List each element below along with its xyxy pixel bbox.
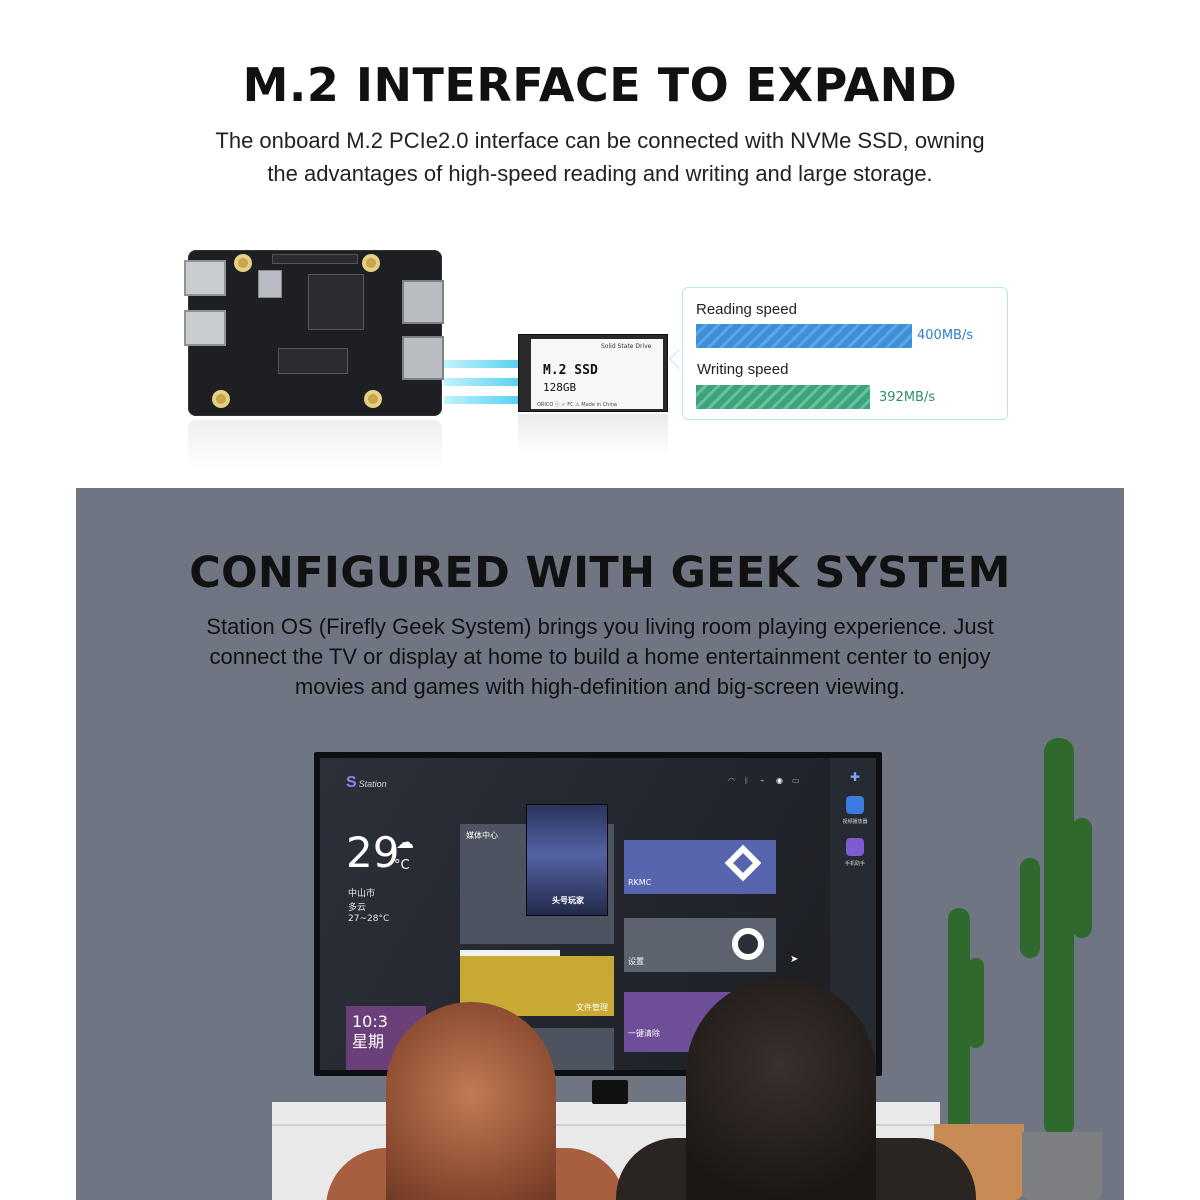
person-head [386,1002,556,1200]
tv-box [592,1080,628,1104]
reading-speed-bar [696,324,912,348]
tile-label: RKMC [628,878,652,887]
hdmi-port [402,336,444,380]
phone-assistant-icon[interactable] [846,838,864,856]
connection-beam [444,396,520,404]
mount-hole [212,390,230,408]
station-logo-mark: S [346,774,357,791]
section-subtitle-m2: The onboard M.2 PCIe2.0 interface can be… [180,124,1020,190]
usb-port [184,310,226,346]
usb-icon: ⌁ [760,776,765,785]
cloud-icon: ☁ [396,832,414,853]
geek-system-section: CONFIGURED WITH GEEK SYSTEM Station OS (… [76,488,1124,1200]
usb-port [184,260,226,296]
ssd-footer: ORICO ⓒ ✓ FC ⚠ Made in China [537,402,617,408]
soc-chip [308,274,364,330]
writing-speed-bar [696,385,870,409]
chip [258,270,282,298]
wifi-icon: ◠ [728,776,735,785]
subtitle-line: movies and games with high-definition an… [294,674,906,699]
m2-section: M.2 INTERFACE TO EXPAND The onboard M.2 … [0,0,1200,488]
speed-panel: Reading speed 400MB/s Writing speed 392M… [682,287,1008,420]
movie-poster[interactable]: 头号玩家 [526,804,608,916]
sidebar-label: 视频播放器 [842,819,868,825]
section-title-geek: CONFIGURED WITH GEEK SYSTEM [189,548,1011,598]
add-icon[interactable]: ✚ [849,770,861,784]
writing-speed-value: 392MB/s [879,390,936,405]
ssd-label: Solid State Drive M.2 SSD 128GB ORICO ⓒ … [531,339,663,409]
m2-slot [278,348,348,374]
ssd-capacity: 128GB [543,381,577,394]
tile-label: 媒体中心 [466,831,498,840]
subtitle-line: The onboard M.2 PCIe2.0 interface can be… [215,128,985,153]
person-head [686,978,876,1200]
subtitle-line: connect the TV or display at home to bui… [209,644,991,669]
weather-unit: °C [394,858,410,873]
mount-hole [362,254,380,272]
mount-hole [364,390,382,408]
tile-rkmc[interactable]: RKMC [624,840,776,894]
ethernet-port [402,280,444,324]
sidebar-label: 手机助手 [844,861,865,867]
folder-tab [460,950,560,958]
plant-pot [1022,1132,1102,1200]
mouse-cursor-icon: ➤ [790,954,799,965]
writing-speed-label: Writing speed [697,361,789,378]
record-icon: ◉ [776,776,783,785]
reading-speed-value: 400MB/s [917,328,974,343]
tile-label: 设置 [628,957,644,966]
video-player-icon[interactable] [846,796,864,814]
settings-icon [732,928,764,960]
weather-condition: 多云 [348,903,367,913]
cactus-arm [968,958,984,1048]
weather-city: 中山市 [348,889,376,899]
cactus-arm [1020,858,1040,958]
ssd-reflection [518,414,668,454]
poster-title: 头号玩家 [552,896,584,905]
clock-time: 10:3 [352,1012,388,1031]
section-subtitle-geek: Station OS (Firefly Geek System) brings … [176,612,1024,702]
subtitle-line: Station OS (Firefly Geek System) brings … [206,614,994,639]
station-logo-text: Station [358,779,387,789]
cactus [1044,738,1074,1138]
clock-day: 星期 [352,1032,385,1051]
weather-temperature: 29 [346,828,400,877]
cactus [948,908,970,1138]
board-image [184,250,444,470]
connector [272,254,358,264]
mount-hole [234,254,252,272]
ssd-small-text: Solid State Drive [601,343,652,350]
cactus-arm [1072,818,1092,938]
connection-beam [444,378,520,386]
section-title-m2: M.2 INTERFACE TO EXPAND [242,58,958,112]
tile-label: 一键清除 [628,1029,660,1038]
weather-range: 27~28°C [348,914,390,924]
tv-icon: ▭ [792,776,800,785]
reading-speed-label: Reading speed [696,301,797,318]
tile-label: 文件管理 [576,1003,608,1012]
bluetooth-icon: ᛒ [744,776,749,785]
ssd-title: M.2 SSD [543,363,598,378]
cabinet-edge [272,1124,940,1126]
connection-beam [444,360,520,368]
subtitle-line: the advantages of high-speed reading and… [267,161,933,186]
m2-ssd-image: Solid State Drive M.2 SSD 128GB ORICO ⓒ … [518,334,668,412]
